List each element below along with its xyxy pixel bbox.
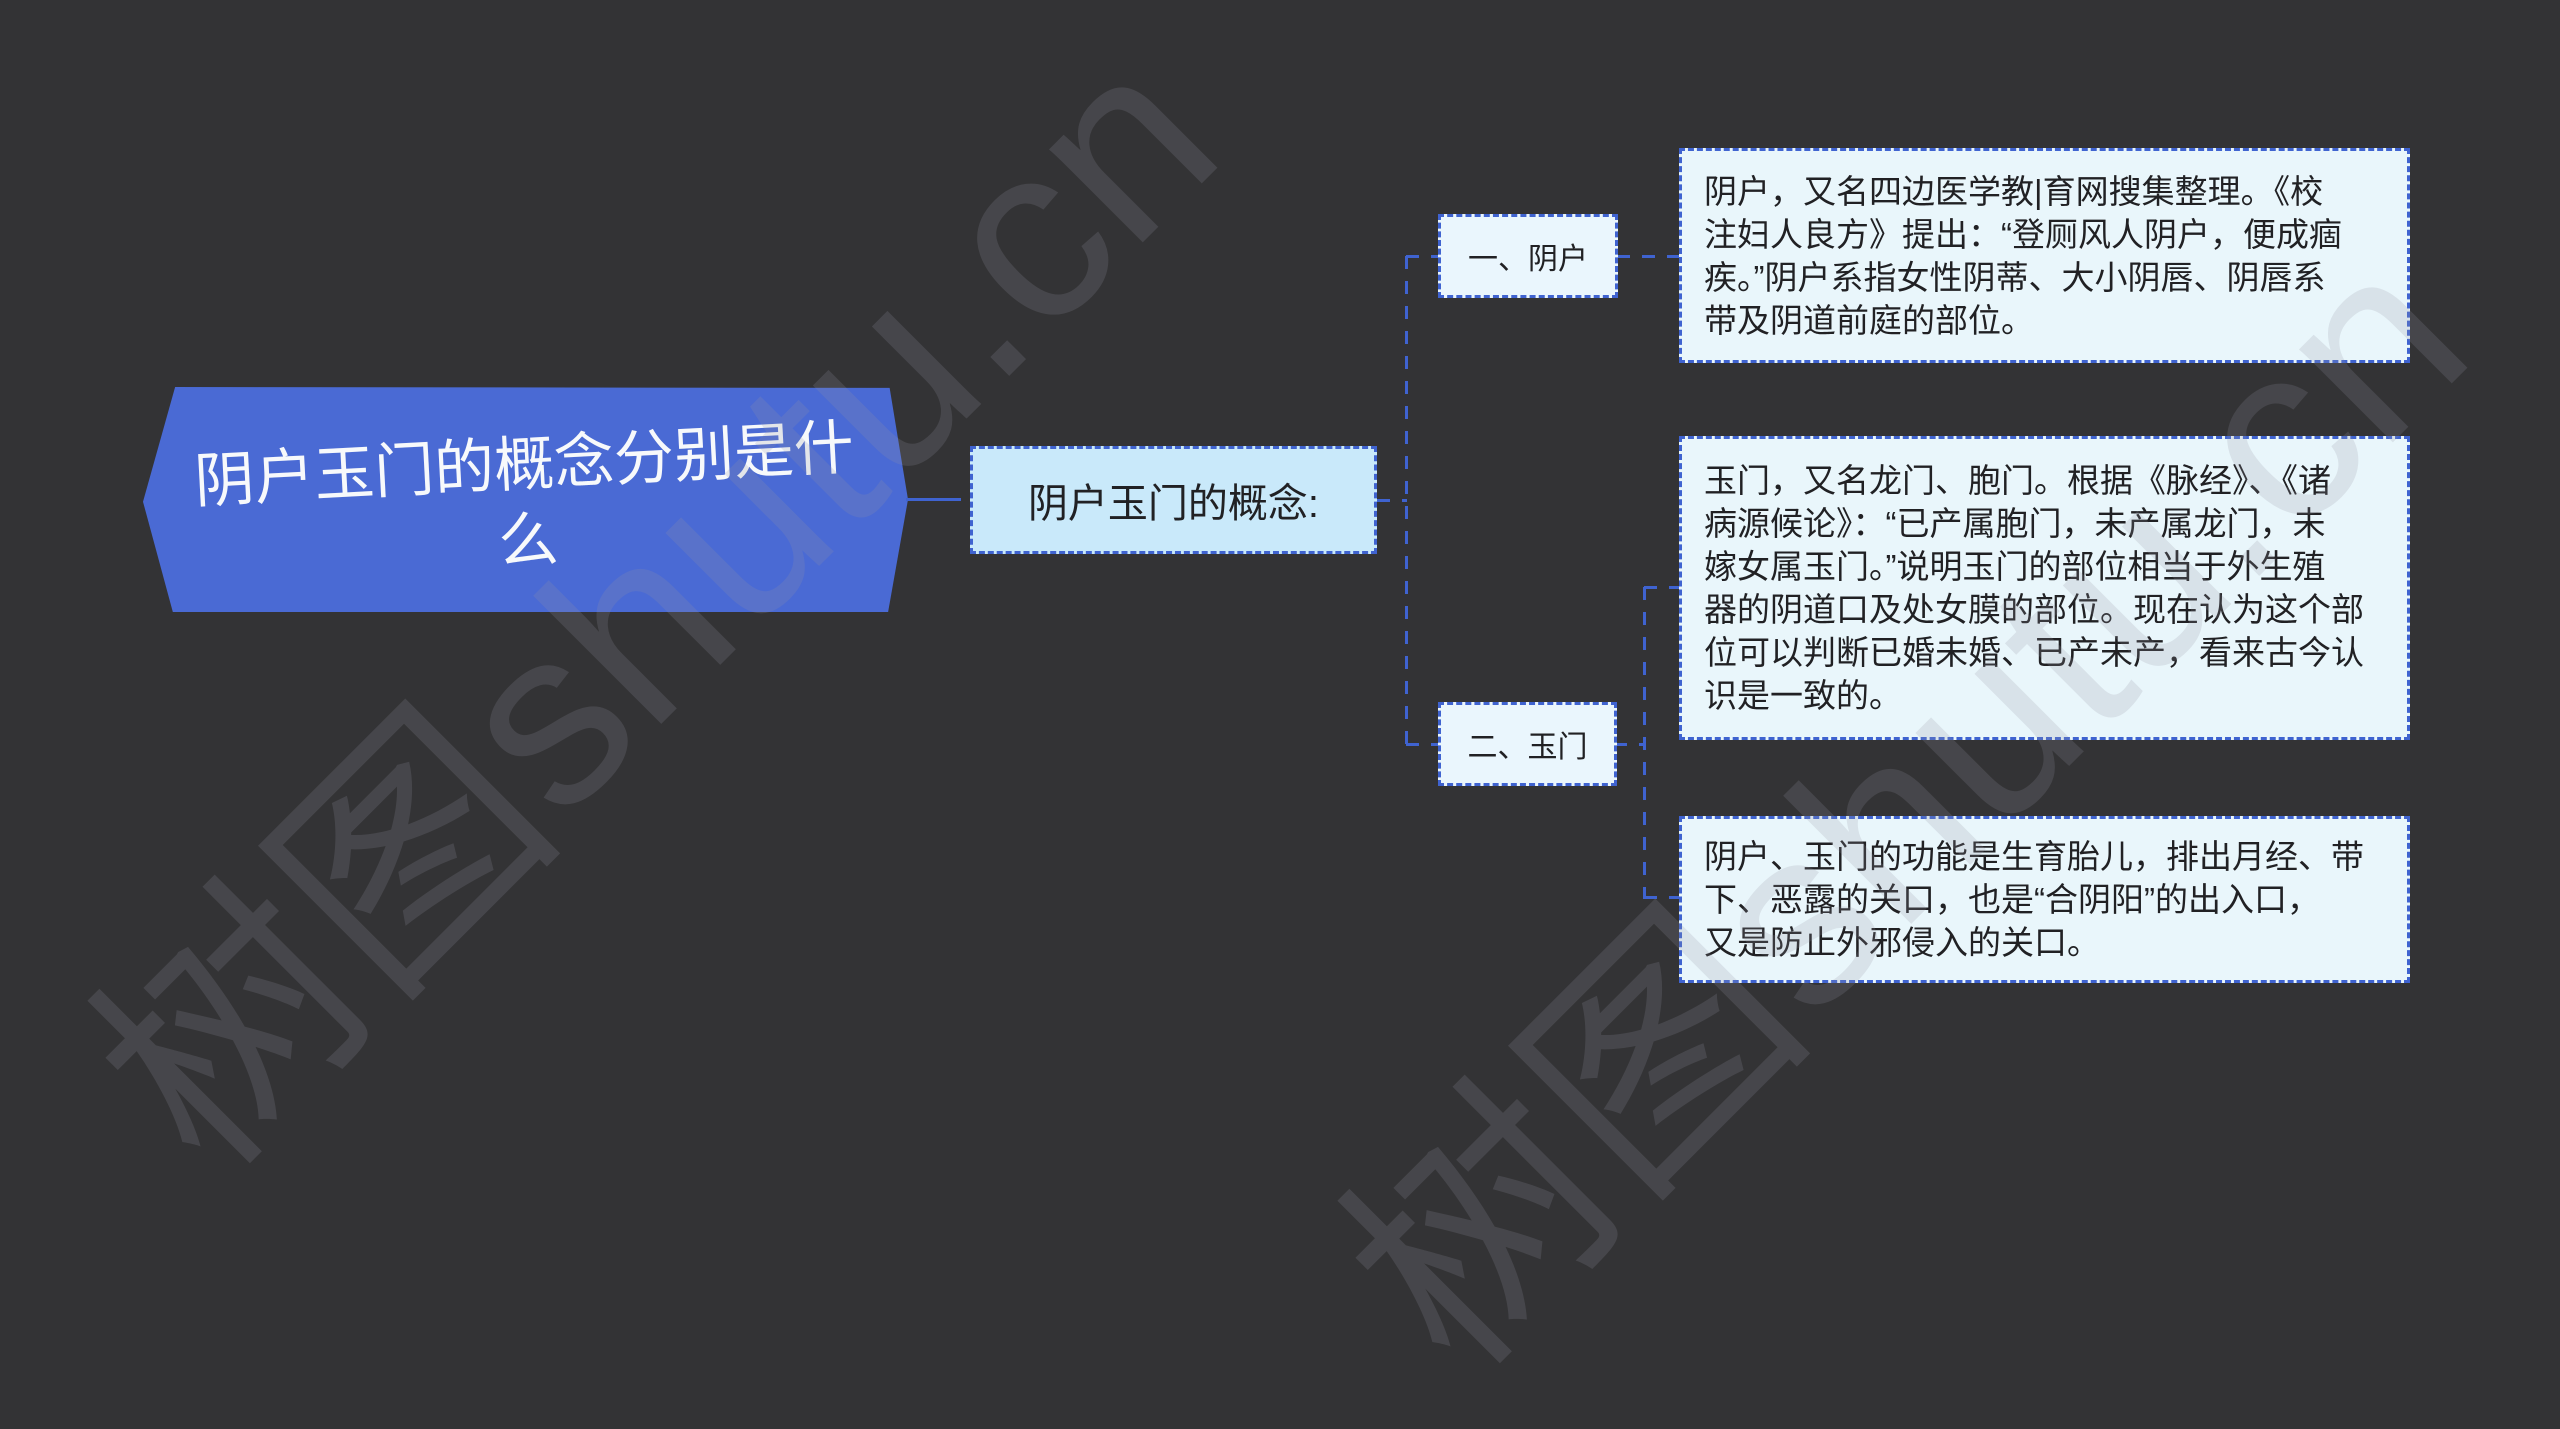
- connector-subtrunk-to-note-2: [1644, 586, 1680, 589]
- connector-branch-2-to-subtrunk: [1614, 743, 1645, 746]
- mindmap-canvas: 阴户玉门的概念分别是什 么 阴户玉门的概念: 一、阴户 二、玉门 阴户，又名四边…: [47, 0, 2516, 1416]
- connector-subtrunk-to-note-3: [1644, 896, 1680, 899]
- branch-node-yinhu[interactable]: 一、阴户: [1438, 214, 1618, 298]
- root-node-title: 阴户玉门的概念分别是什 么: [192, 413, 855, 575]
- note-box-yinhu[interactable]: 阴户，又名四边医学教|育网搜集整理。《校 注妇人良方》提出：“登厕风人阴户，便成…: [1679, 148, 2410, 363]
- note-box-yumen-function[interactable]: 阴户、玉门的功能是生育胎儿，排出月经、带 下、恶露的关口，也是“合阴阳”的出入口…: [1679, 816, 2410, 983]
- center-topic-node[interactable]: 阴户玉门的概念:: [970, 446, 1377, 554]
- watermark-text: 树图shutu.cn: [47, 0, 1267, 1216]
- branch-node-yumen[interactable]: 二、玉门: [1438, 702, 1617, 786]
- connector-branch-1-to-note: [1617, 255, 1680, 258]
- connector-root-to-center: [948, 498, 974, 501]
- connector-trunk-to-branch-2: [1406, 743, 1440, 746]
- connector-trunk-main: [1405, 256, 1408, 745]
- connector-trunk-to-branch-1: [1406, 255, 1440, 258]
- connector-root-solid: [906, 498, 948, 501]
- connector-center-to-trunk: [1377, 499, 1407, 502]
- root-node[interactable]: 阴户玉门的概念分别是什 么: [143, 387, 908, 612]
- note-box-yumen-definition[interactable]: 玉门，又名龙门、胞门。根据《脉经》、《诸 病源候论》：“已产属胞门，未产属龙门，…: [1679, 436, 2410, 740]
- connector-subtrunk-branch-2: [1643, 587, 1646, 899]
